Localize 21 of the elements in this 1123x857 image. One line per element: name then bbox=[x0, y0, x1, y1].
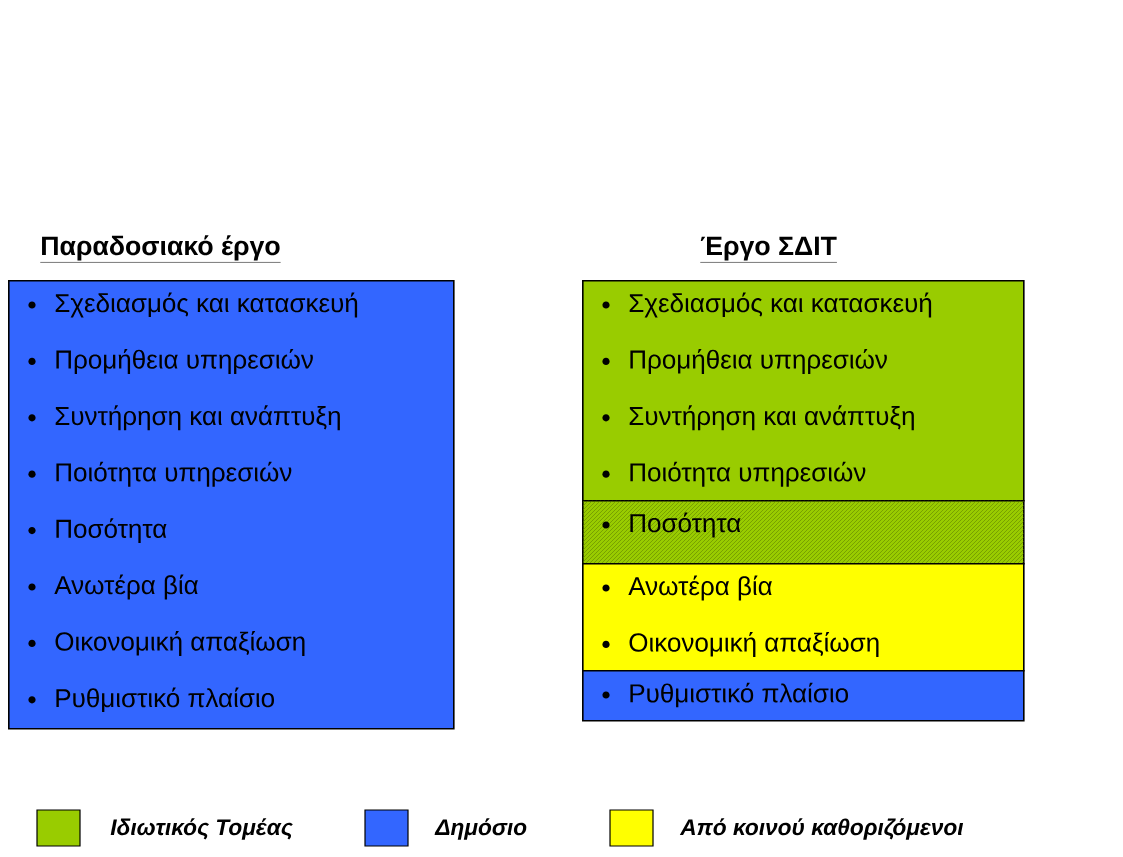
column-heading: Παραδοσιακό έργο bbox=[40, 235, 281, 263]
list-item: Προμήθεια υπηρεσιών bbox=[602, 348, 887, 374]
list-item: Συντήρηση και ανάπτυξη bbox=[28, 405, 340, 431]
list-item: Σχεδιασμός και κατασκευή bbox=[28, 292, 358, 318]
list-item: Ρυθμιστικό πλαίσιο bbox=[28, 687, 274, 713]
list-item: Ποιότητα υπηρεσιών bbox=[602, 461, 866, 487]
list-item: Προμήθεια υπηρεσιών bbox=[28, 348, 313, 374]
legend-label: Ιδιωτικός Τομέας bbox=[110, 818, 293, 840]
column-heading: Έργο ΣΔΙΤ bbox=[700, 236, 838, 263]
list-item: Ποσότητα bbox=[28, 518, 167, 544]
list-item: Ποιότητα υπηρεσιών bbox=[28, 461, 292, 487]
list-item: Οικονομική απαξίωση bbox=[602, 631, 879, 657]
list-item: Ποσότητα bbox=[602, 512, 741, 538]
list-item: Οικονομική απαξίωση bbox=[28, 630, 305, 656]
legend-label: Από κοινού καθοριζόμενοι bbox=[679, 818, 964, 840]
list-item: Ρυθμιστικό πλαίσιο bbox=[602, 682, 849, 708]
list-item: Συντήρηση και ανάπτυξη bbox=[602, 405, 914, 431]
list-item: Σχεδιασμός και κατασκευή bbox=[602, 292, 932, 318]
list-item: Ανωτέρα βία bbox=[602, 575, 772, 601]
legend-label: Δημόσιο bbox=[434, 818, 527, 840]
list-item: Ανωτέρα βία bbox=[28, 574, 198, 600]
